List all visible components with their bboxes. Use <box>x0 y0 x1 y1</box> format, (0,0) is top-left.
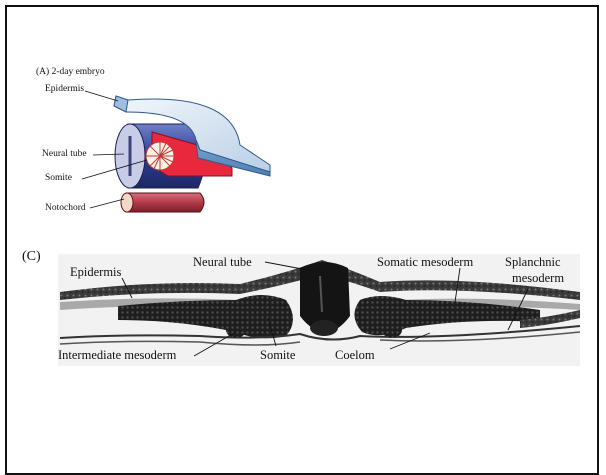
label-somite-c: Somite <box>260 349 295 362</box>
panel-c-micrograph <box>0 0 606 462</box>
label-splanchnic-line2: mesoderm <box>512 272 564 285</box>
label-splanchnic-line1: Splanchnic <box>505 256 561 269</box>
panel-c-letter: (C) <box>22 250 41 264</box>
label-somatic-mesoderm: Somatic mesoderm <box>377 256 473 269</box>
label-epidermis-c: Epidermis <box>70 266 121 279</box>
label-intermediate-mesoderm: Intermediate mesoderm <box>58 349 176 362</box>
label-neural-tube-c: Neural tube <box>193 256 252 269</box>
label-coelom: Coelom <box>335 349 375 362</box>
